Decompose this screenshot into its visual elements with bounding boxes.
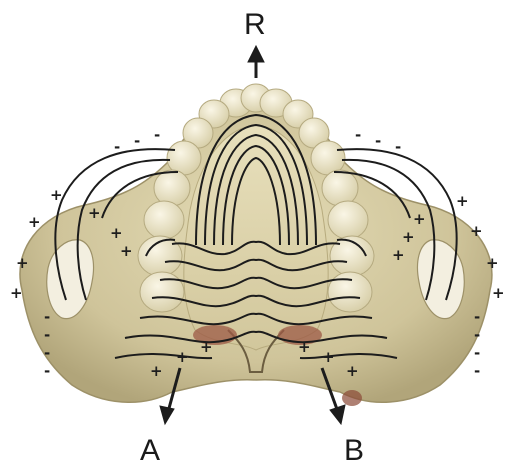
plus-sign: +	[298, 340, 311, 355]
minus-sign: -	[114, 140, 120, 155]
label-a: A	[140, 436, 160, 466]
arrow-r	[248, 46, 264, 78]
plus-sign: +	[10, 286, 23, 301]
label-r: R	[244, 10, 266, 40]
plus-sign: +	[456, 194, 469, 209]
plus-sign: +	[110, 226, 123, 241]
plus-sign: +	[346, 364, 359, 379]
plus-sign: +	[16, 256, 29, 271]
plus-sign: +	[486, 256, 499, 271]
plus-sign: +	[176, 350, 189, 365]
minus-sign: -	[474, 364, 480, 379]
plus-sign: +	[402, 230, 415, 245]
plus-sign: +	[150, 364, 163, 379]
plus-sign: +	[50, 188, 63, 203]
minus-sign: -	[44, 328, 50, 343]
plus-sign: +	[28, 215, 41, 230]
plus-sign: +	[413, 212, 426, 227]
plus-sign: +	[88, 206, 101, 221]
plus-sign: +	[470, 224, 483, 239]
plus-sign: +	[120, 244, 133, 259]
minus-sign: -	[474, 346, 480, 361]
minus-sign: -	[134, 134, 140, 149]
minus-sign: -	[44, 310, 50, 325]
minus-sign: -	[44, 364, 50, 379]
plus-sign: +	[322, 350, 335, 365]
minus-sign: -	[44, 346, 50, 361]
minus-sign: -	[355, 128, 361, 143]
plus-sign: +	[392, 248, 405, 263]
right-lower-tissue	[342, 390, 362, 406]
minus-sign: -	[154, 128, 160, 143]
minus-sign: -	[474, 310, 480, 325]
label-b: B	[344, 436, 364, 466]
minus-sign: -	[375, 134, 381, 149]
plus-sign: +	[492, 286, 505, 301]
plus-sign: +	[200, 340, 213, 355]
minus-sign: -	[395, 140, 401, 155]
minus-sign: -	[474, 328, 480, 343]
